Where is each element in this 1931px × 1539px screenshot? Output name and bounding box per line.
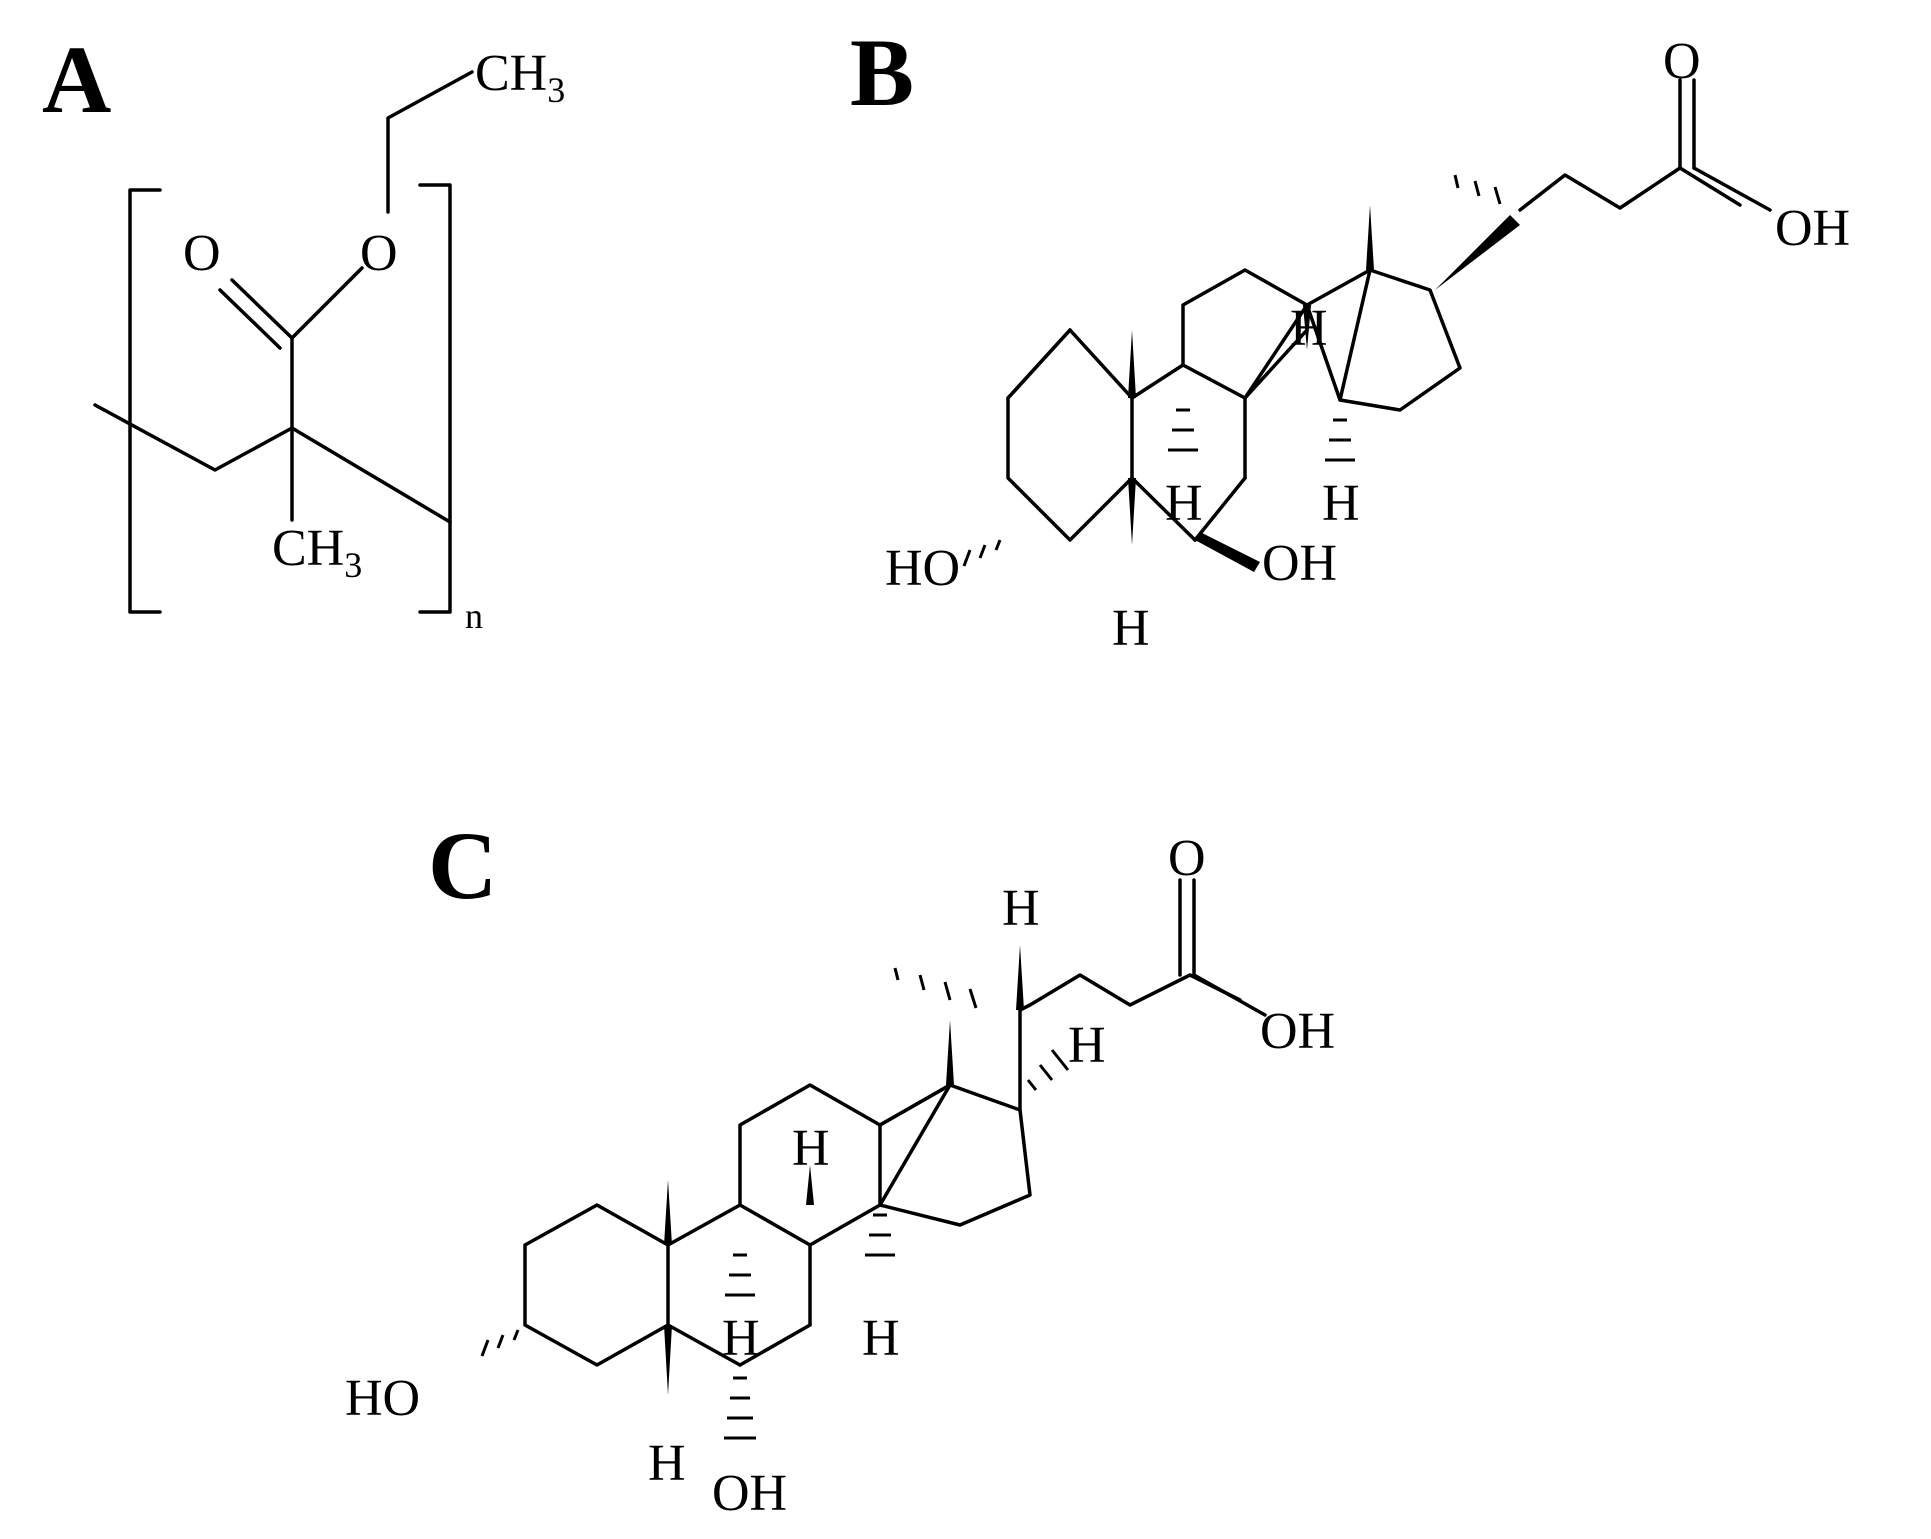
ring-c-c-inner bbox=[808, 1203, 882, 1247]
panel-label-b: B bbox=[850, 19, 914, 126]
hash-c20-methyl bbox=[1453, 174, 1502, 205]
wedge-c10-methyl bbox=[1128, 330, 1136, 398]
ring-c-left bbox=[1243, 328, 1309, 400]
atom-c-oh-6: OH bbox=[712, 1465, 787, 1522]
wedge-oh7 bbox=[1195, 532, 1260, 572]
atom-c-h-side: H bbox=[1002, 880, 1040, 937]
hash-ho3 bbox=[962, 539, 1002, 567]
bond-ester bbox=[290, 266, 364, 340]
side-chain-c bbox=[1018, 973, 1242, 1012]
atom-o-carbonyl: O bbox=[183, 225, 221, 282]
polymer-backbone bbox=[93, 403, 452, 524]
side-chain bbox=[1518, 166, 1742, 212]
panel-b: B bbox=[850, 19, 1850, 657]
atom-c-h-c5: H bbox=[648, 1435, 686, 1492]
repeat-unit-n: n bbox=[465, 596, 483, 636]
hash-h14 bbox=[1325, 418, 1355, 462]
ring-b-c-top bbox=[666, 1203, 812, 1327]
wedge-c13-methyl-c bbox=[946, 1020, 954, 1085]
atom-c-ho: HO bbox=[345, 1370, 420, 1427]
panel-label-c: C bbox=[428, 812, 497, 919]
repeat-bracket-right bbox=[418, 183, 452, 614]
ring-c-inner bbox=[1243, 303, 1309, 400]
wedge-h5-c bbox=[664, 1325, 672, 1395]
wedge-c17 bbox=[1435, 215, 1520, 290]
atom-c-h-c8: H bbox=[792, 1120, 830, 1177]
hash-h9-c bbox=[725, 1253, 755, 1297]
bond-carbonyl-1 bbox=[230, 278, 294, 340]
ring-a-top bbox=[1006, 328, 1072, 400]
atom-c-h-c14: H bbox=[862, 1310, 900, 1367]
ethyl-chain bbox=[386, 70, 474, 214]
hash-ho3-c bbox=[480, 1329, 520, 1357]
ring-c-top bbox=[1181, 268, 1372, 367]
acid-c-oh-c bbox=[1192, 973, 1267, 1017]
ring-a-c bbox=[523, 1203, 670, 1367]
atom-b-h-c9: H bbox=[1165, 475, 1203, 532]
atom-c-o: O bbox=[1168, 830, 1206, 887]
hash-h9 bbox=[1168, 408, 1198, 452]
bond-carbonyl-2 bbox=[218, 288, 282, 350]
wedge-c13-methyl bbox=[1366, 205, 1374, 270]
hash-h14-c bbox=[865, 1213, 895, 1257]
atom-b-h-c14: H bbox=[1322, 475, 1360, 532]
panel-label-a: A bbox=[42, 26, 111, 133]
atom-ch3-top: CH3 bbox=[475, 45, 565, 110]
wedge-h5 bbox=[1128, 478, 1136, 545]
atom-b-h-c8: H bbox=[1290, 300, 1328, 357]
ring-a bbox=[1006, 328, 1134, 542]
ring-b-bottom1 bbox=[1130, 476, 1197, 542]
atom-b-oh-acid: OH bbox=[1775, 200, 1850, 257]
panel-c: C bbox=[345, 812, 1335, 1522]
atom-b-o: O bbox=[1663, 33, 1701, 90]
wedge-c10-methyl-c bbox=[664, 1180, 672, 1245]
atom-b-h-c5: H bbox=[1112, 600, 1150, 657]
ring-d bbox=[1338, 268, 1462, 412]
atom-ch3-bottom: CH3 bbox=[272, 520, 362, 585]
atom-c-h-c17: H bbox=[1068, 1017, 1106, 1074]
ring-b-c-bottom2 bbox=[738, 1323, 812, 1367]
ring-b-c-bottom1 bbox=[666, 1323, 742, 1367]
atom-c-oh-acid: OH bbox=[1260, 1003, 1335, 1060]
panel-a: A CH3 O O CH3 n bbox=[42, 26, 565, 636]
ring-cd-c-top bbox=[878, 1083, 952, 1127]
wedge-h8 bbox=[1303, 305, 1311, 350]
ring-cd-fusion bbox=[1305, 303, 1342, 402]
atom-b-oh-7: OH bbox=[1262, 535, 1337, 592]
acid-c-oh bbox=[1692, 166, 1772, 212]
ring-b-left bbox=[1130, 363, 1247, 480]
repeat-bracket-left bbox=[128, 188, 162, 614]
ring-d-c bbox=[878, 1083, 1032, 1227]
wedge-c20-h bbox=[1016, 945, 1024, 1010]
atom-o-ester: O bbox=[360, 225, 398, 282]
ring-b-bottom2 bbox=[1193, 476, 1247, 542]
hash-h17-c bbox=[1026, 1049, 1070, 1091]
hash-c20-methyl-c bbox=[893, 967, 978, 1009]
wedge-h8-c bbox=[806, 1165, 814, 1205]
hash-oh6-c bbox=[724, 1376, 756, 1440]
atom-c-h-c9: H bbox=[722, 1310, 760, 1367]
atom-b-ho: HO bbox=[885, 540, 960, 597]
